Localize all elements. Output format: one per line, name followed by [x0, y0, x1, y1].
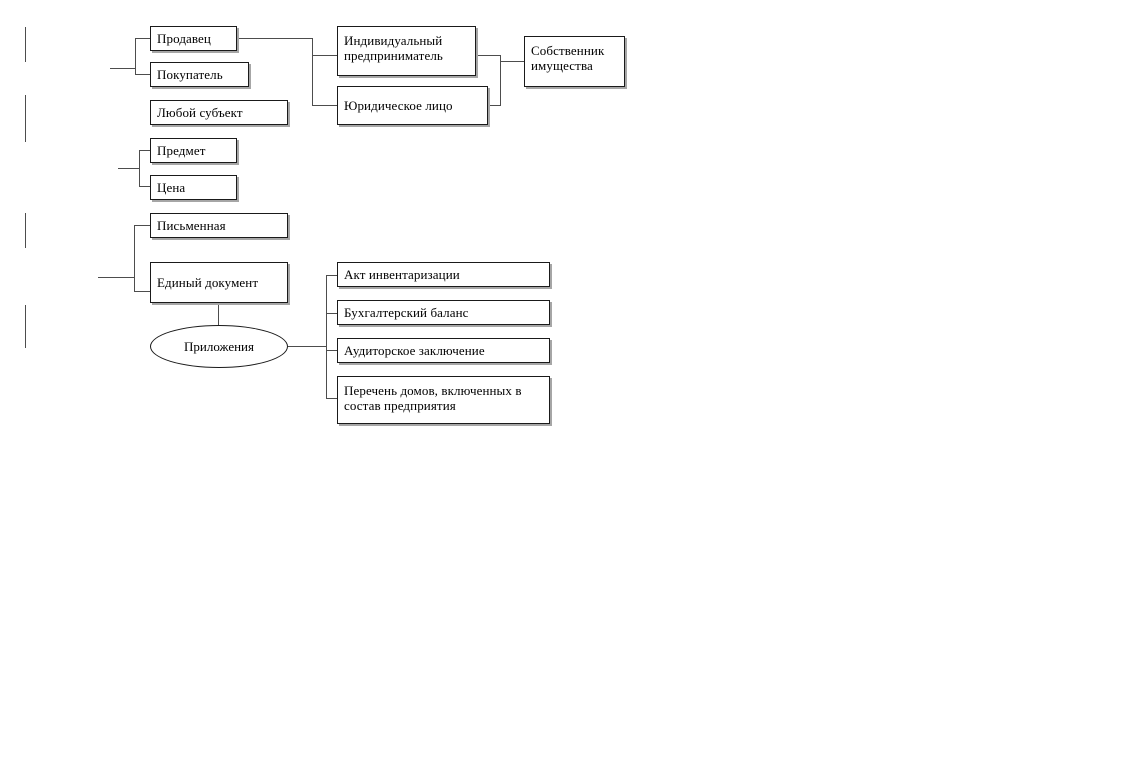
node-auditor-conclusion[interactable]: Аудиторское заключение — [337, 338, 550, 363]
node-subject-item[interactable]: Предмет — [150, 138, 237, 163]
node-any-subject-label: Любой субъект — [157, 104, 243, 120]
node-single-document[interactable]: Единый документ — [150, 262, 288, 303]
node-individual-entrepreneur[interactable]: Индивидуальный предприниматель — [337, 26, 476, 76]
node-written-form[interactable]: Письменная — [150, 213, 288, 238]
node-buyer[interactable]: Покупатель — [150, 62, 249, 87]
node-single-document-label: Единый документ — [157, 274, 259, 290]
node-price-label: Цена — [157, 179, 186, 195]
node-individual-entrepreneur-label: Индивидуальный предприниматель — [344, 33, 443, 64]
node-any-subject[interactable]: Любой субъект — [150, 100, 288, 125]
node-attachments[interactable]: Приложения — [150, 325, 288, 368]
node-property-owner-label: Собственник имущества — [531, 43, 605, 74]
node-house-list-label: Перечень домов, включенных в состав пред… — [344, 383, 522, 414]
node-legal-entity[interactable]: Юридическое лицо — [337, 86, 488, 125]
node-accounting-balance-label: Бухгалтерский баланс — [344, 304, 469, 320]
node-legal-entity-label: Юридическое лицо — [344, 97, 453, 113]
node-seller-label: Продавец — [157, 30, 211, 46]
node-seller[interactable]: Продавец — [150, 26, 237, 51]
node-written-form-label: Письменная — [157, 217, 226, 233]
node-price[interactable]: Цена — [150, 175, 237, 200]
node-accounting-balance[interactable]: Бухгалтерский баланс — [337, 300, 550, 325]
node-attachments-label: Приложения — [184, 338, 254, 354]
node-subject-item-label: Предмет — [157, 142, 206, 158]
node-inventory-act[interactable]: Акт инвентаризации — [337, 262, 550, 287]
node-property-owner[interactable]: Собственник имущества — [524, 36, 625, 87]
node-inventory-act-label: Акт инвентаризации — [344, 266, 460, 282]
node-buyer-label: Покупатель — [157, 66, 223, 82]
node-auditor-conclusion-label: Аудиторское заключение — [344, 342, 485, 358]
node-house-list[interactable]: Перечень домов, включенных в состав пред… — [337, 376, 550, 424]
